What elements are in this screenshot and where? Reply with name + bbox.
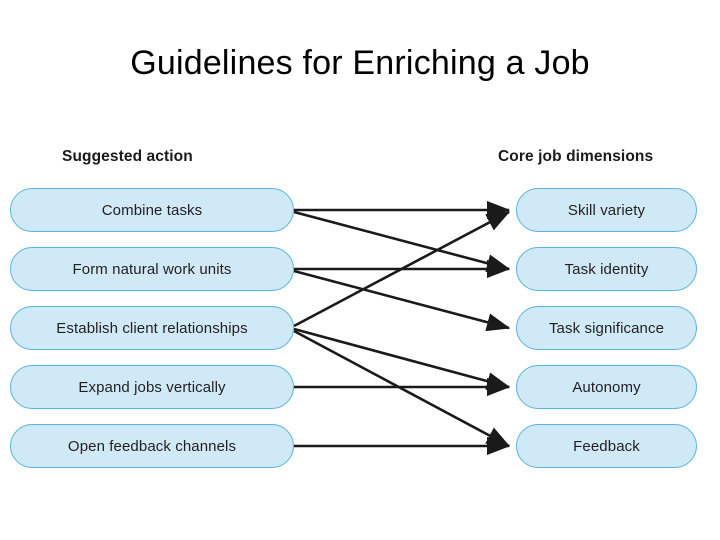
node-label: Combine tasks (101, 201, 203, 219)
connector-establish-client-relationships-to-feedback (293, 329, 511, 448)
node-skill-variety[interactable]: Skill variety (516, 188, 697, 232)
node-autonomy[interactable]: Autonomy (516, 365, 697, 409)
node-expand-jobs-vertically[interactable]: Expand jobs vertically (10, 365, 294, 409)
node-label: Task identity (564, 260, 649, 278)
connector-combine-tasks-to-task-identity (293, 210, 511, 273)
node-task-identity[interactable]: Task identity (516, 247, 697, 291)
node-label: Task significance (548, 319, 665, 337)
node-task-significance[interactable]: Task significance (516, 306, 697, 350)
node-label: Feedback (573, 437, 640, 455)
node-establish-client-relationships[interactable]: Establish client relationships (10, 306, 294, 350)
node-combine-tasks[interactable]: Combine tasks (10, 188, 294, 232)
connector-form-natural-work-units-to-task-significance (293, 269, 511, 332)
node-label: Establish client relationships (56, 319, 248, 337)
node-label: Autonomy (572, 378, 641, 396)
connector-establish-client-relationships-to-autonomy (293, 327, 511, 391)
node-open-feedback-channels[interactable]: Open feedback channels (10, 424, 294, 468)
node-label: Expand jobs vertically (78, 378, 226, 396)
column-header-core-job-dimensions: Core job dimensions (498, 148, 654, 165)
connector-establish-client-relationships-to-skill-variety (293, 210, 511, 328)
node-feedback[interactable]: Feedback (516, 424, 697, 468)
node-label: Form natural work units (72, 260, 232, 278)
node-form-natural-work-units[interactable]: Form natural work units (10, 247, 294, 291)
page-title: Guidelines for Enriching a Job (130, 44, 590, 82)
node-label: Open feedback channels (67, 437, 237, 455)
node-label: Skill variety (567, 201, 646, 219)
column-header-suggested-action: Suggested action (62, 148, 193, 165)
